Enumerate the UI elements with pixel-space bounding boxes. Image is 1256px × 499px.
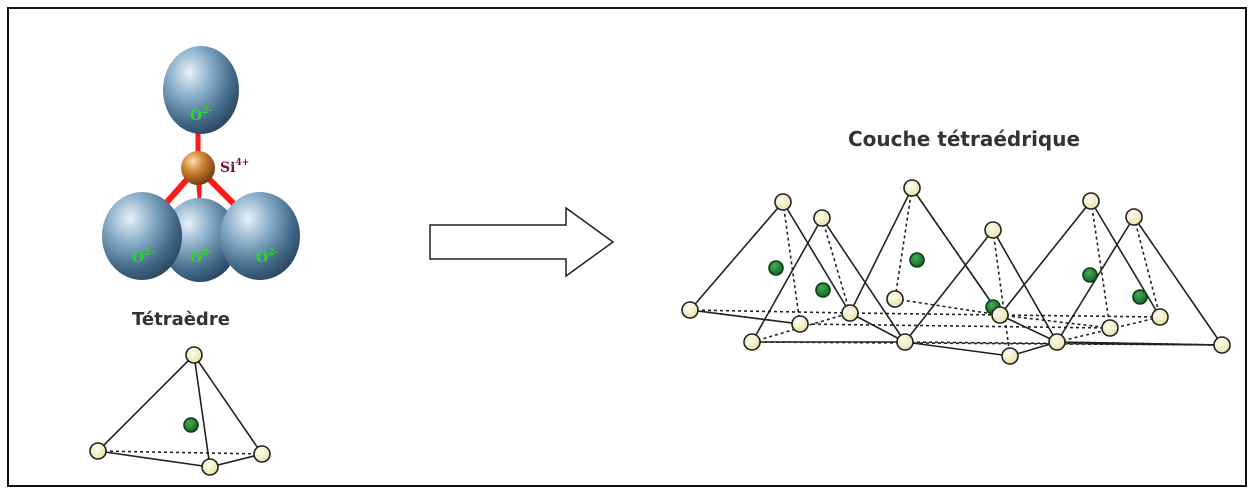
oxygen-bottom-right [220, 192, 300, 280]
silicon-center-node [1132, 289, 1148, 305]
vertex-node [1101, 319, 1119, 337]
single-tetrahedron [89, 346, 271, 476]
layer-title: Couche tétraédrique [848, 127, 1080, 151]
silicon-center-node [909, 252, 925, 268]
vertex-node [743, 333, 761, 351]
vertex-node [185, 346, 203, 364]
vertex-node [89, 442, 107, 460]
vertex-node [886, 290, 904, 308]
tetrahedron-title: Tétraèdre [132, 309, 230, 330]
tetrahedral-layer [681, 179, 1231, 365]
oxygen-bottom-middle [162, 198, 238, 282]
vertex-node [1001, 347, 1019, 365]
silicon-center-nodes [768, 252, 1148, 315]
vertex-node [991, 306, 1009, 324]
vertex-node [1082, 192, 1100, 210]
oxygen-bottom-right-label: O2- [256, 248, 278, 266]
oxygen-bottom-middle-label: O2- [190, 248, 212, 266]
vertex-node [791, 315, 809, 333]
vertex-node [1125, 208, 1143, 226]
silicon-label: Si4+ [220, 158, 249, 176]
oxygen-bottom-left [102, 192, 182, 280]
vertex-node [1151, 308, 1169, 326]
oxygen-top [163, 46, 239, 134]
sio4-ionic-model: O2- Si4+ O2- O2- O2- [102, 46, 300, 282]
diagram-frame [7, 7, 1247, 487]
silicon-atom [181, 151, 215, 185]
vertex-node [1213, 336, 1231, 354]
oxygen-bottom-left-label: O2- [132, 248, 154, 266]
oxygen-top-label: O2- [190, 106, 212, 124]
vertex-node [681, 301, 699, 319]
oxygen-vertex-nodes [681, 179, 1231, 365]
silicon-center-node [768, 260, 784, 276]
vertex-node [841, 304, 859, 322]
silicon-center-node [183, 417, 199, 433]
silicon-center-node [815, 282, 831, 298]
solid-edges [689, 187, 1223, 357]
vertex-node [903, 179, 921, 197]
silicon-center-node [1082, 267, 1098, 283]
vertex-node [253, 445, 271, 463]
vertex-node [201, 458, 219, 476]
vertex-node [1048, 333, 1066, 351]
vertex-node [896, 333, 914, 351]
vertex-node [774, 193, 792, 211]
vertex-node [984, 221, 1002, 239]
arrow-right-icon [429, 206, 615, 278]
vertex-node [813, 209, 831, 227]
